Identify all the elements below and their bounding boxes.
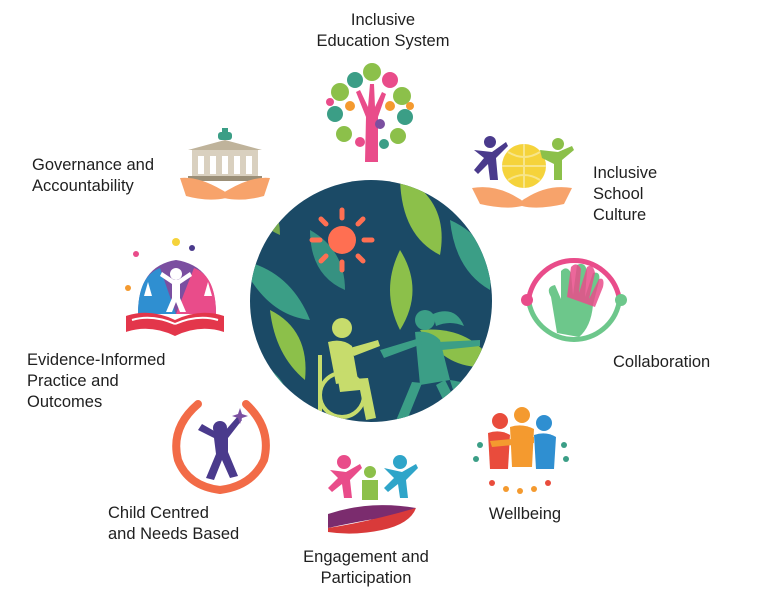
label-line: Accountability: [32, 177, 134, 195]
label-line: Engagement and: [303, 548, 429, 566]
label-line: Inclusive: [593, 164, 658, 182]
hands-holding-globe-icon: [472, 136, 574, 208]
label-line: Governance and: [32, 156, 155, 174]
label-inclusive-education-system: Inclusive Education System: [298, 10, 468, 52]
label-line: Education System: [316, 32, 450, 50]
label-inclusive-school-culture: Inclusive School Culture: [593, 163, 657, 226]
label-child-centred: Child Centred and Needs Based: [108, 503, 239, 545]
label-line: Evidence-Informed: [27, 351, 166, 369]
label-line: Outcomes: [27, 393, 103, 411]
open-book-children-icon: [125, 238, 224, 336]
label-governance: Governance and Accountability: [32, 155, 154, 197]
label-evidence-informed: Evidence-Informed Practice and Outcomes: [27, 350, 166, 413]
inclusive-community-circle-icon: [250, 180, 492, 422]
hand-tree-icon: [326, 63, 414, 162]
label-line: and Needs Based: [108, 525, 240, 543]
label-line: Participation: [320, 569, 412, 587]
label-wellbeing: Wellbeing: [470, 504, 580, 525]
people-jumping-icon: [328, 455, 418, 534]
label-engagement-participation: Engagement and Participation: [286, 547, 446, 589]
label-line: Collaboration: [613, 353, 711, 371]
label-line: Inclusive: [350, 11, 416, 29]
child-in-hands-icon: [172, 400, 270, 495]
hand-holding-building-icon: [180, 128, 270, 200]
label-collaboration: Collaboration: [613, 352, 710, 373]
label-line: Practice and: [27, 372, 119, 390]
stacked-hands-icon: [521, 258, 627, 342]
label-line: Culture: [593, 206, 647, 224]
label-line: Wellbeing: [488, 505, 562, 523]
label-line: Child Centred: [108, 504, 209, 522]
people-hugging-icon: [473, 407, 569, 494]
label-line: School: [593, 185, 644, 203]
